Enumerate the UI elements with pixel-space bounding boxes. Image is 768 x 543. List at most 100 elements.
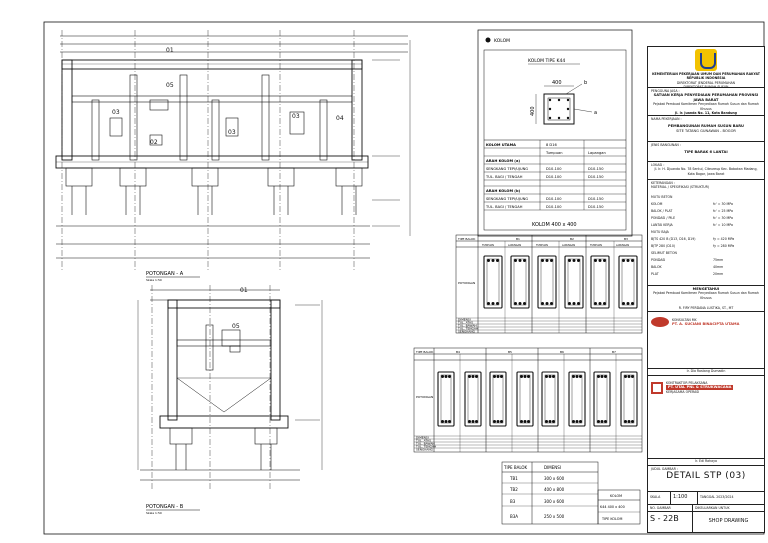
spec-value: 75mm [713, 257, 724, 262]
spec-label: BJTP 280 (D10) [651, 243, 676, 248]
bs-r3-1: 250 x 500 [544, 514, 565, 519]
bs-h1: DIMENSI [544, 465, 561, 470]
beam-section [483, 255, 503, 309]
beam-stirrup [623, 374, 635, 424]
col-lapangan: Lapangan [588, 151, 606, 155]
beam-stirrup [593, 258, 607, 306]
t2-side: POTONGAN [416, 395, 433, 399]
rebar-dot [471, 420, 475, 423]
tb-project-sub: SITE TATANG GUNAWAN - BOGOR [676, 128, 736, 133]
beam-table-2 [413, 347, 643, 453]
tag-01-b: 01 [240, 287, 248, 294]
t1-h0: TIPE BALOK [457, 237, 476, 241]
beam-stirrup [519, 374, 531, 424]
rebar-dot [597, 375, 600, 378]
rebar-dot [600, 420, 604, 423]
tb-type-label: JENIS BANGUNAN : [651, 143, 681, 147]
beam-sections-1 [483, 255, 638, 309]
rebar-dot [575, 420, 579, 423]
spec-label: KOLOM [651, 201, 663, 206]
rebar-dot [448, 420, 451, 423]
rebar-dot [579, 375, 582, 378]
tb-type-name: TIPE BARAK 6 LANTAI [684, 150, 728, 155]
b-r2-l: D10-150 [588, 205, 604, 209]
spec-label: BALOK / PLAT [651, 208, 673, 213]
rebar-dot [514, 259, 517, 262]
rebar-dot [487, 259, 490, 262]
beam-section [620, 371, 638, 427]
tb-project-cell: NAMA PEKERJAAN : PEMBANGUNAN RUMAH SUSUN… [648, 115, 764, 141]
ks-r0: K44 400 x 400 [600, 505, 625, 509]
rebar-dot [444, 420, 448, 423]
tb-approved-name: R. FIRY PERDANA LUSTIKA, ST., MT [678, 306, 734, 311]
tb-no-label: NO. GAMBAR [648, 505, 693, 511]
spec-label: MUTU BETON [651, 194, 673, 199]
t2-r0: DIMENSI [416, 436, 429, 440]
tag-03b: 03 [228, 129, 236, 136]
spec-label: LANTAI KERJA [651, 222, 673, 227]
spec-value: fc' = 30 MPa [713, 215, 733, 220]
tag-03c: 03 [292, 113, 300, 120]
t1-s3: LAPANGAN [562, 244, 575, 247]
a-r2-l: D10-150 [588, 175, 604, 179]
mark-a: a [594, 110, 597, 116]
rebar-dot [603, 302, 606, 305]
rebar-dot [475, 375, 478, 378]
row1-a: SENGKANG TEPI/UJUNG [486, 167, 528, 171]
bs-r2-0: B3 [510, 499, 516, 504]
beam-stirrup [540, 258, 554, 306]
spec-label: PONDASI [651, 257, 666, 262]
main-label: KOLOM UTAMA [486, 143, 516, 147]
tb-date-value: 2023/2024 [716, 495, 734, 499]
column-caption: KOLOM 400 x 400 [532, 222, 577, 228]
tb-notes-cell: KETERANGAN : MATERIAL / SPESIFIKASI (STR… [648, 179, 764, 285]
rebar-dot [577, 302, 580, 305]
beam-stirrup [486, 258, 500, 306]
tb-approved-label: MENGETAHUI [692, 287, 720, 291]
col-tumpuan: Tumpuan [545, 151, 562, 155]
ksu-logo [651, 381, 663, 394]
rebar-dot [518, 302, 522, 305]
spec-value: fc' = 25 MPa [713, 208, 733, 213]
rebar-dot [577, 259, 580, 262]
tag-01: 01 [166, 47, 174, 54]
tb-owner-label: PENGGUNA JASA : [651, 89, 680, 93]
beam-section [593, 371, 611, 427]
a-r1-t: D10-100 [546, 167, 562, 171]
tb-drawing-title: DETAIL STP (03) [666, 471, 746, 482]
spec-value: fy = 420 MPa [713, 236, 735, 241]
t2-r2: TUL. BAWAH [415, 442, 435, 446]
t2-r4: SENGKANG [416, 448, 434, 452]
beam-section [537, 255, 557, 309]
beam-stirrup [440, 374, 452, 424]
beam-section [564, 255, 584, 309]
rebar-dot [631, 259, 634, 262]
tb-approved-cell: MENGETAHUI Pejabat Pembuat Komitmen Peny… [648, 285, 764, 311]
mk-logo [651, 317, 669, 327]
kolom-summary-table [597, 489, 641, 525]
rebar-dot [597, 420, 600, 423]
rebar-dot [545, 420, 548, 423]
rebar-dot [493, 420, 496, 423]
tb-scale-label: SKALA [648, 492, 671, 504]
t1-s5: LAPANGAN [616, 244, 629, 247]
rebar-dot [626, 259, 630, 262]
beam-stirrup [596, 374, 608, 424]
tb-location-label: LOKASI : [651, 163, 665, 167]
legend-marker [485, 37, 491, 43]
section-b-title: POTONGAN - B [146, 504, 184, 510]
tb-directorate: DIREKTORAT JENDERAL PERUMAHAN [676, 80, 736, 85]
bs-r2-1: 300 x 600 [544, 499, 565, 504]
beam-stirrup [513, 258, 527, 306]
rebar-dot [471, 375, 475, 378]
rebar-dot [626, 302, 630, 305]
rebar-dot [500, 420, 503, 423]
spec-label: SELIMUT BETON [651, 250, 677, 255]
tb-ministry-cell: KEMENTERIAN PEKERJAAN UMUM DAN PERUMAHAN… [648, 47, 764, 89]
rebar-dot [631, 302, 634, 305]
